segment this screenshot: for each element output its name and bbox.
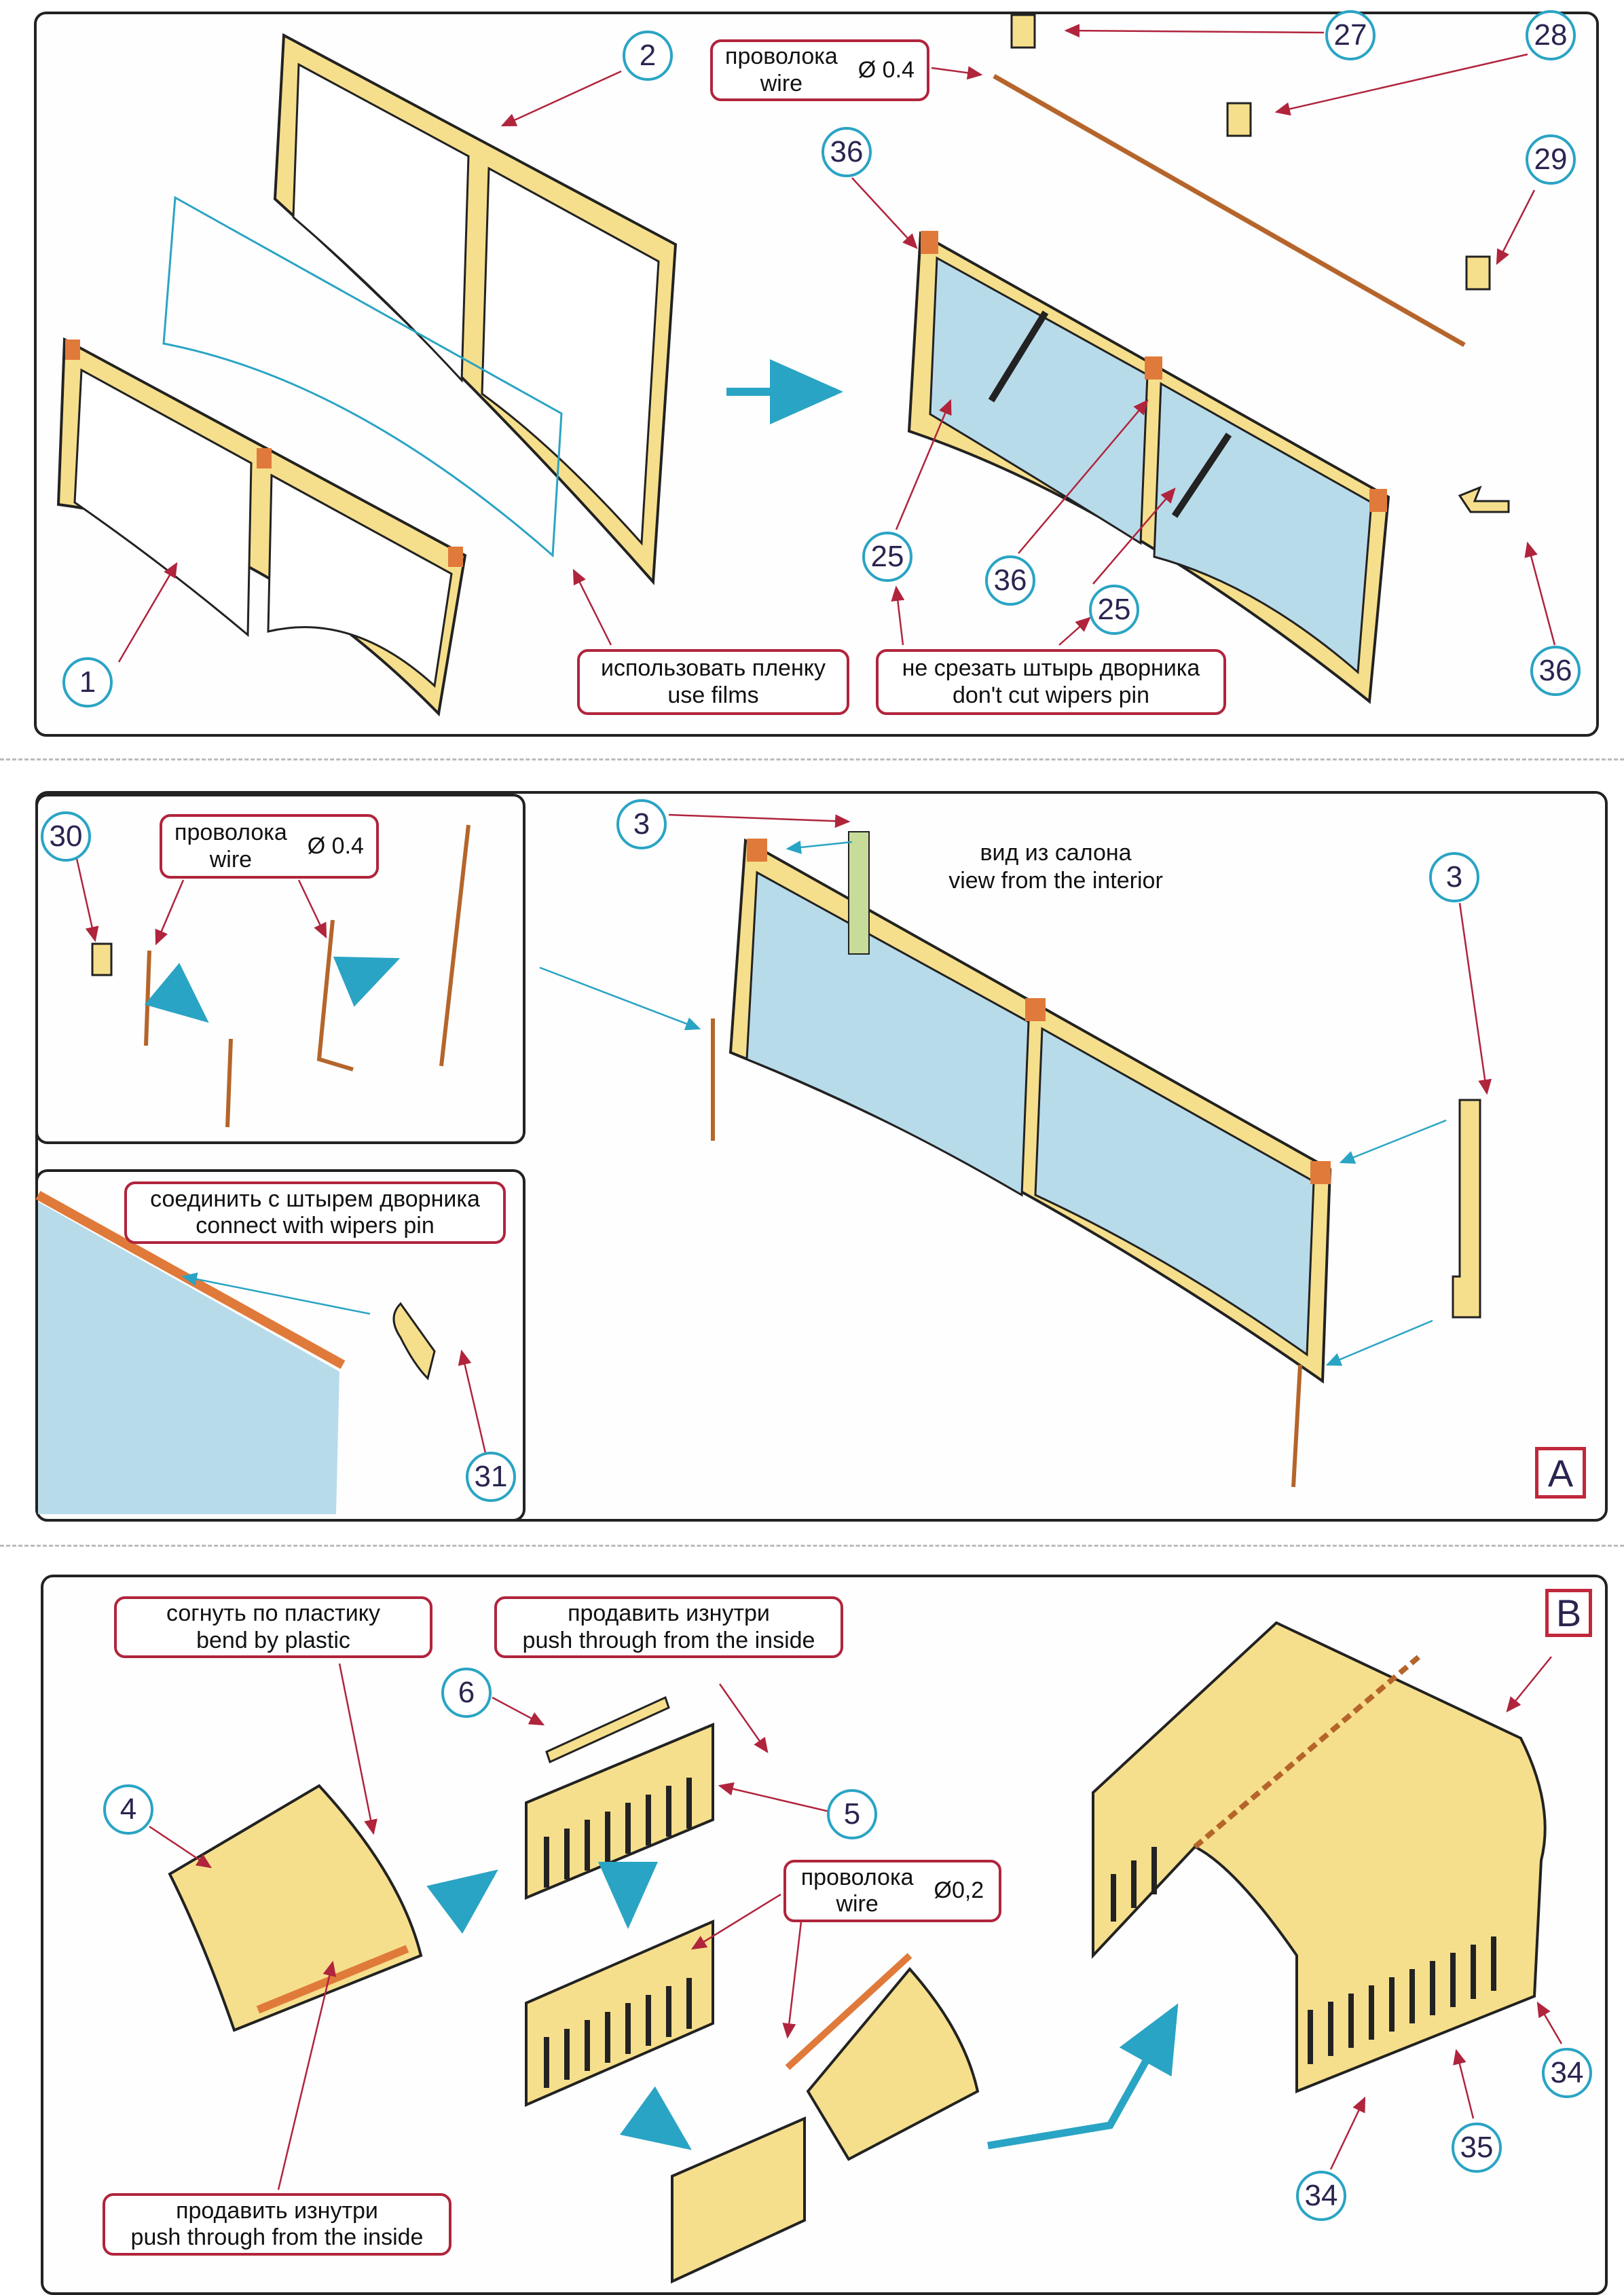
- callout-part-27: 27: [1325, 10, 1376, 60]
- callout-part-36: 36: [985, 555, 1035, 606]
- wire-label-en: wire: [760, 70, 803, 96]
- dont-cut-pin-ru: не срезать штырь дворника: [902, 655, 1200, 682]
- callout-part-5: 5: [827, 1789, 877, 1839]
- use-films-ru: использовать пленку: [600, 655, 826, 682]
- step3-leader-lines: [149, 1656, 1563, 2190]
- callout-part-3: 3: [616, 799, 667, 849]
- push-ru: продавить изнутри: [176, 2197, 378, 2224]
- interior-view-ru: вид из салона: [980, 840, 1132, 866]
- windscreen-assembled: [907, 231, 1390, 704]
- step2-arrow: [144, 963, 209, 1023]
- wire-label-en: wire: [836, 1891, 879, 1917]
- step2-arrow: [333, 956, 401, 1007]
- page-fold-line: [0, 758, 1624, 760]
- callout-part-1: 1: [62, 657, 113, 708]
- step3-arrows: [426, 1862, 1179, 2150]
- callout-part-28: 28: [1526, 10, 1576, 60]
- wire-rod: [993, 73, 1466, 348]
- callout-part-6: 6: [441, 1668, 492, 1718]
- callout-part-2: 2: [623, 31, 673, 81]
- wiper-rod-parts: [91, 824, 470, 1128]
- bend-ru: согнуть по пластику: [166, 1600, 380, 1627]
- callout-part-34: 34: [1296, 2171, 1346, 2221]
- windscreen-interior-view: [711, 831, 1481, 1488]
- callout-part-25: 25: [1089, 585, 1139, 635]
- callout-part-35: 35: [1452, 2123, 1502, 2173]
- callout-part-30: 30: [41, 811, 91, 862]
- callout-part-34: 34: [1542, 2048, 1592, 2098]
- clip-parts: [1010, 14, 1510, 513]
- callout-part-4: 4: [103, 1784, 153, 1835]
- wire-diameter: Ø 0.4: [307, 832, 364, 859]
- wire-label-ru: проволока: [174, 820, 287, 846]
- bend-en: bend by plastic: [196, 1627, 350, 1653]
- part-5-louver-plate: [525, 1722, 806, 2284]
- wire-label-en: wire: [209, 846, 253, 873]
- wire-label-ru: проволока: [725, 43, 838, 70]
- callout-part-36: 36: [822, 127, 872, 177]
- connect-pin-en: connect with wipers pin: [196, 1213, 435, 1238]
- dont-cut-pin-en: don't cut wipers pin: [953, 682, 1149, 708]
- frame-part-2: [273, 33, 678, 585]
- wire-diameter: Ø 0.4: [857, 56, 915, 83]
- step1-leader-lines: [117, 24, 1556, 663]
- wire-diameter: Ø0,2: [934, 1877, 984, 1904]
- section-marker-b: B: [1545, 1589, 1592, 1637]
- push-en: push through from the inside: [130, 2224, 424, 2250]
- frame-part-1: [56, 337, 467, 717]
- push-en: push through from the inside: [522, 1627, 815, 1653]
- callout-part-36: 36: [1530, 646, 1581, 696]
- hood-assembled-part-34: [1092, 1621, 1547, 2093]
- wire-label-ru: проволока: [800, 1864, 914, 1890]
- callout-part-3: 3: [1429, 852, 1479, 902]
- callout-part-31: 31: [466, 1452, 516, 1502]
- callout-part-25: 25: [862, 532, 912, 582]
- page-fold-line: [0, 1545, 1624, 1547]
- section-marker-a: A: [1535, 1447, 1586, 1499]
- connect-pin-ru: соединить с штырем дворника: [150, 1186, 480, 1212]
- use-films-en: use films: [667, 682, 759, 708]
- push-ru: продавить изнутри: [568, 1600, 770, 1627]
- part-4-louver-panel: [168, 1784, 423, 2032]
- part-6-hinge-strip: [545, 1695, 980, 2161]
- step2-leader-lines: [75, 813, 1492, 1454]
- film-part: [162, 196, 563, 558]
- interior-view-en: view from the interior: [948, 867, 1163, 894]
- callout-part-29: 29: [1526, 134, 1576, 185]
